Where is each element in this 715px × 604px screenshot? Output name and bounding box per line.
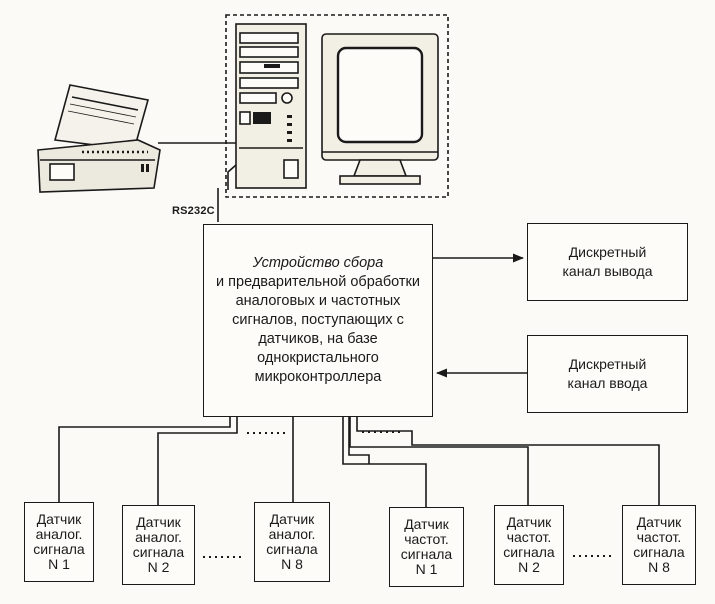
sensor-wire-frequency-8b — [348, 416, 370, 464]
rs232c-label: RS232C — [172, 205, 215, 217]
computer-system-unit-icon — [235, 23, 307, 189]
input-channel-box: Дискретный канал ввода — [527, 335, 688, 413]
output-channel-box: Дискретный канал вывода — [527, 223, 688, 301]
sensor-wire-analog-2 — [157, 416, 238, 506]
sensor-analog-2-label: Датчик аналог. сигнала N 2 — [132, 514, 185, 575]
input-channel-label: Дискретный канал ввода — [567, 356, 648, 391]
sensor-frequency-8-label: Датчик частот. сигнала N 8 — [633, 514, 685, 575]
sensor-wire-frequency-1 — [342, 416, 427, 508]
sensor-wire-frequency-8 — [356, 416, 660, 505]
sensor-analog-8-label: Датчик аналог. сигнала N 8 — [266, 511, 318, 572]
computer-frame — [225, 14, 449, 198]
sensor-analog-8-box: Датчик аналог. сигнала N 8 — [254, 502, 330, 582]
rs232c-connection-line — [227, 164, 237, 190]
sensor-analog-1-box: Датчик аналог. сигнала N 1 — [24, 502, 94, 582]
processing-unit-description: и предварительной обработки аналоговых и… — [216, 274, 420, 385]
sensor-frequency-1-box: Датчик частот. сигнала N 1 — [389, 507, 464, 587]
monitor-icon — [321, 33, 439, 185]
processing-unit-box: Устройство сбора и предварительной обраб… — [203, 224, 433, 417]
output-channel-label: Дискретный канал вывода — [562, 244, 653, 279]
sensor-analog-2-box: Датчик аналог. сигнала N 2 — [122, 505, 195, 585]
printer-icon — [37, 84, 161, 193]
sensor-analog-1-label: Датчик аналог. сигнала N 1 — [33, 511, 85, 572]
processing-unit-title: Устройство сбора — [252, 255, 384, 271]
sensor-frequency-2-label: Датчик частот. сигнала N 2 — [503, 514, 555, 575]
sensor-wire-frequency-2 — [349, 416, 529, 507]
sensor-wire-analog-1 — [58, 416, 231, 502]
sensor-frequency-1-label: Датчик частот. сигнала N 1 — [400, 516, 453, 577]
sensor-frequency-8-box: Датчик частот. сигнала N 8 — [622, 505, 696, 585]
sensor-frequency-2-box: Датчик частот. сигнала N 2 — [494, 505, 564, 585]
